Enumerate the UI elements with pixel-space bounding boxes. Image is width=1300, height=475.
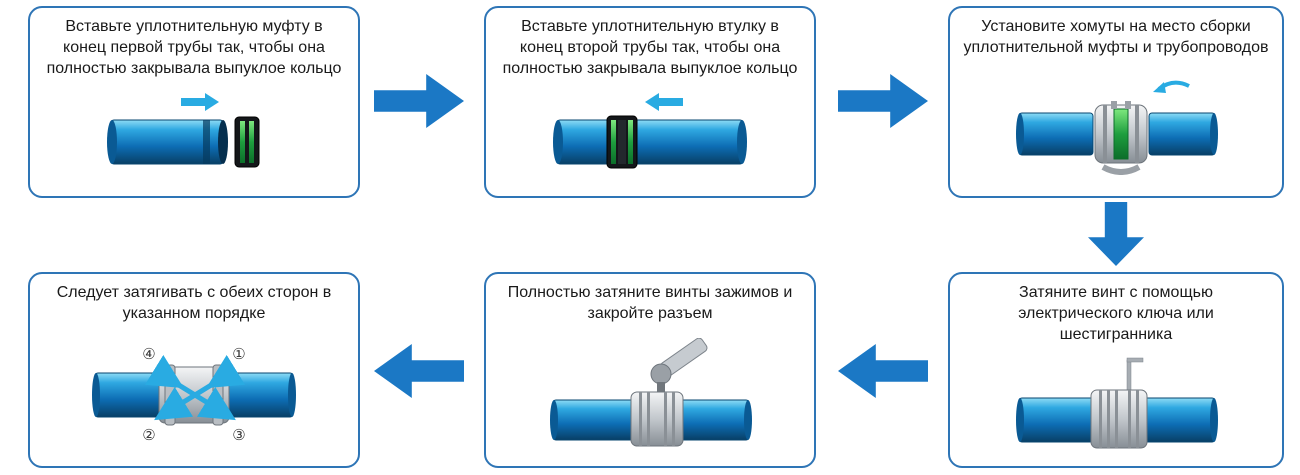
insert-direction-left-arrow-icon [645, 92, 683, 111]
flow-arrow-right-2 [838, 74, 928, 128]
step-1-illustration [42, 79, 346, 192]
step-5-illustration [498, 324, 802, 462]
step-4-illustration [962, 345, 1270, 462]
step-3-box: Установите хомуты на место сборки уплотн… [948, 6, 1284, 198]
step-5-text: Полностью затяните винты зажимов и закро… [507, 284, 793, 323]
pipe-graphic [107, 119, 228, 165]
insert-direction-right-arrow-icon [181, 92, 219, 111]
order-label-2: ② [142, 427, 155, 443]
step-2-box: Вставьте уплотнительную втулку в конец в… [484, 6, 816, 198]
flow-arrow-left-1 [838, 344, 928, 398]
pipe-graphic [1016, 112, 1218, 156]
step-4-text: Затяните винт с помощью электрического к… [1018, 284, 1214, 344]
flow-arrow-left-2 [374, 344, 464, 398]
order-label-1: ① [232, 346, 245, 363]
pipe-with-seal-sleeve-image [107, 92, 260, 168]
order-label-3: ③ [232, 427, 245, 443]
coupling-graphic [1090, 389, 1148, 449]
step-3-illustration [962, 58, 1270, 192]
clamp-coupling-graphic [1094, 101, 1148, 164]
step-3-text: Установите хомуты на место сборки уплотн… [963, 18, 1269, 57]
pipes-with-clamp-image [1016, 80, 1218, 176]
rotate-arrow-icon [1153, 80, 1190, 94]
coupling-with-hex-key-image [1016, 357, 1218, 449]
loose-clamp-half-graphic [1101, 164, 1141, 176]
order-label-4: ④ [142, 346, 155, 363]
step-2-illustration [498, 79, 802, 192]
step-1-box: Вставьте уплотнительную муфту в конец пе… [28, 6, 360, 198]
coupling-with-electric-wrench-image [550, 338, 752, 447]
step-6-text: Следует затягивать с обеих сторон в указ… [56, 284, 332, 323]
step-4-box: Затяните винт с помощью электрического к… [948, 272, 1284, 468]
step-6-box: Следует затягивать с обеих сторон в указ… [28, 272, 360, 468]
electric-wrench-icon [650, 338, 708, 397]
step-2-text: Вставьте уплотнительную втулку в конец в… [502, 18, 798, 78]
cross-tightening-arrows-icon [144, 355, 246, 421]
seal-sleeve-graphic [234, 116, 260, 168]
pipe-with-installed-sleeve-image [553, 92, 747, 169]
installed-sleeve-graphic [606, 115, 638, 169]
step-1-text: Вставьте уплотнительную муфту в конец пе… [46, 18, 342, 78]
step-6-illustration: ④ ① ② ③ [42, 324, 346, 462]
pipe-graphic [553, 119, 747, 165]
step-5-box: Полностью затяните винты зажимов и закро… [484, 272, 816, 468]
flow-arrow-down [1088, 202, 1144, 266]
tightening-order-image: ④ ① ② ③ [92, 346, 296, 443]
coupling-graphic [630, 391, 684, 447]
flow-arrow-right-1 [374, 74, 464, 128]
